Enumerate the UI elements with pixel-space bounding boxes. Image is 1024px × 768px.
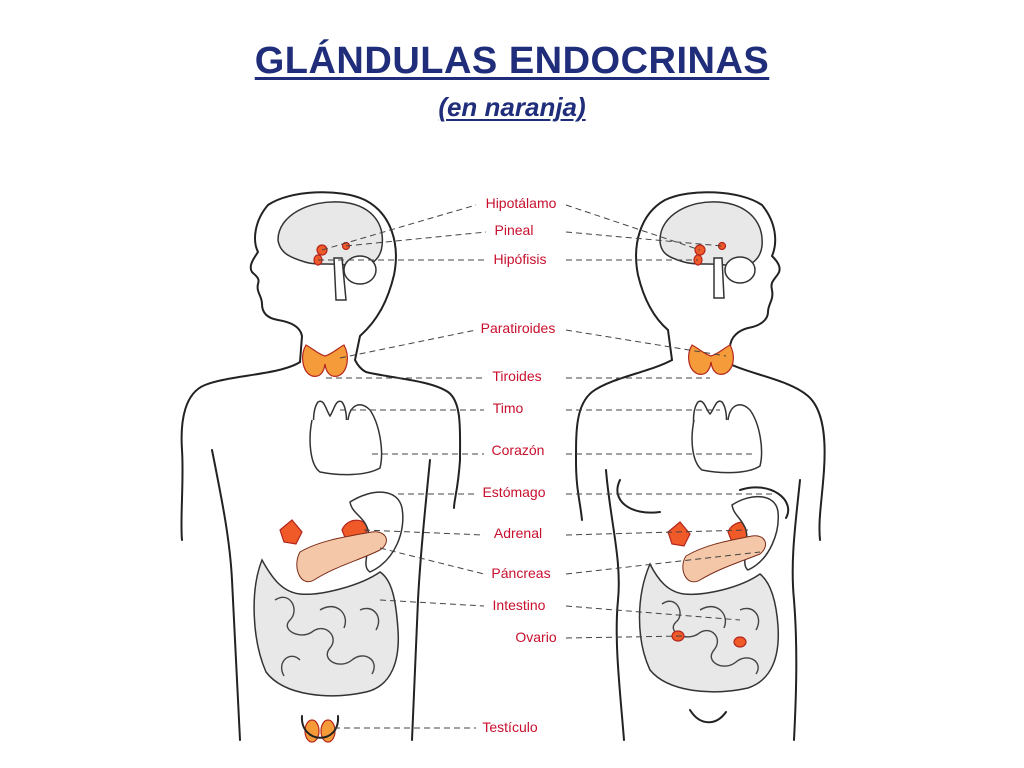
female-intestine <box>638 562 780 693</box>
male-thyroid <box>302 344 348 377</box>
leader-lines <box>318 204 776 729</box>
diagram-subtitle: (en naranja) <box>438 92 586 122</box>
male-pancreas <box>296 531 387 583</box>
female-brainstem <box>713 257 725 299</box>
male-brain <box>277 201 384 268</box>
male-heart <box>309 404 383 476</box>
female-stomach <box>731 495 779 571</box>
label-timo: Timo <box>493 400 524 416</box>
female-adrenal-left <box>667 521 691 547</box>
male-torso-outline <box>180 361 462 741</box>
male-intestine <box>253 558 400 697</box>
label-pancreas: Páncreas <box>491 565 550 581</box>
male-figure <box>180 191 462 743</box>
female-head-outline <box>635 191 781 365</box>
female-figure <box>575 191 826 741</box>
label-intestino: Intestino <box>493 597 546 613</box>
female-intestine-coils <box>661 600 760 675</box>
female-heart <box>691 404 763 474</box>
female-cerebellum <box>724 256 756 284</box>
male-intestine-coils <box>274 596 380 677</box>
female-brain <box>659 201 763 268</box>
female-torso-outline <box>575 359 826 741</box>
labels: Hipotálamo Pineal Hipófisis Paratiroides… <box>481 195 557 735</box>
male-head-outline <box>249 191 397 373</box>
male-cerebellum <box>343 255 377 285</box>
male-brainstem <box>333 257 347 301</box>
label-paratiroides: Paratiroides <box>481 320 556 336</box>
male-scrotum <box>300 715 340 739</box>
label-adrenal: Adrenal <box>494 525 542 541</box>
label-corazon: Corazón <box>492 442 545 458</box>
label-ovario: Ovario <box>515 629 556 645</box>
diagram-title: GLÁNDULAS ENDOCRINAS <box>254 40 770 82</box>
male-testicle-right <box>320 719 336 743</box>
label-hipofisis: Hipófisis <box>494 251 547 267</box>
female-pancreas <box>682 535 767 583</box>
female-ovary-right <box>733 636 747 648</box>
male-adrenal-left <box>279 519 303 545</box>
label-estomago: Estómago <box>482 484 545 500</box>
female-thyroid <box>688 344 734 375</box>
label-testiculo: Testículo <box>482 719 537 735</box>
female-breasts <box>616 479 789 519</box>
label-pineal: Pineal <box>495 222 534 238</box>
label-hipotalamo: Hipotálamo <box>486 195 557 211</box>
label-tiroides: Tiroides <box>492 368 541 384</box>
